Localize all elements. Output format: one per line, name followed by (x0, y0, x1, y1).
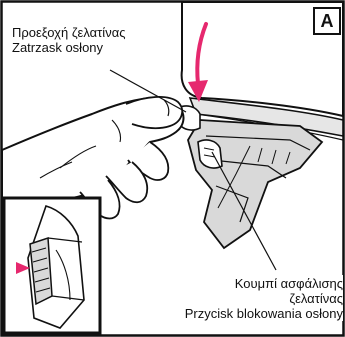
lock-button-label-line-3: Przycisk blokowania osłony (185, 306, 343, 321)
shade-body (188, 120, 322, 248)
release-tab-label-line-2: Zatrzask osłony (12, 40, 125, 55)
release-tab-label: Προεξοχή ζελατίνας Zatrzask osłony (12, 25, 125, 55)
panel-letter-badge: A (313, 7, 341, 35)
lock-button-label-line-1: Κουμπί ασφάλισης (185, 276, 343, 291)
release-tab-label-line-1: Προεξοχή ζελατίνας (12, 25, 125, 40)
lock-button-label-line-2: ζελατίνας (185, 291, 343, 306)
lock-button-label: Κουμπί ασφάλισης ζελατίνας Przycisk blok… (181, 275, 343, 321)
